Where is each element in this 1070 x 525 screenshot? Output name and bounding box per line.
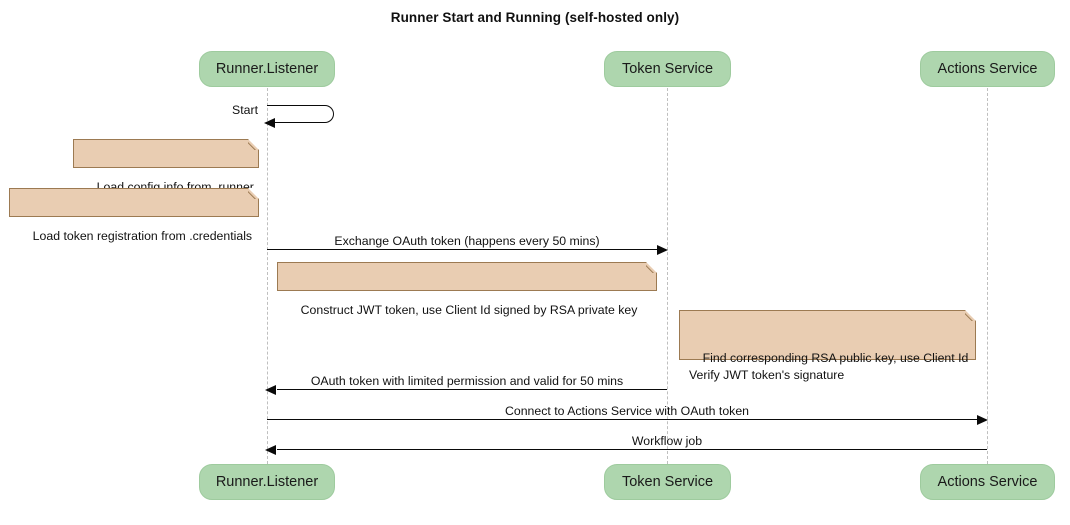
message-line-connect-actions-service [267, 419, 980, 420]
note-load-token-registration: Load token registration from .credential… [9, 188, 259, 243]
participant-token-service-bottom[interactable]: Token Service [604, 464, 731, 500]
page-title: Runner Start and Running (self-hosted on… [390, 10, 680, 25]
arrow-head-exchange-oauth-token [657, 245, 668, 255]
lifeline-token-service [667, 88, 668, 464]
message-label-start: Start [232, 103, 258, 117]
message-label-workflow-job: Workflow job [631, 434, 703, 448]
lifeline-runner-listener [267, 88, 268, 464]
participant-actions-service-bottom[interactable]: Actions Service [920, 464, 1055, 500]
note-construct-jwt-text: Construct JWT token, use Client Id signe… [300, 303, 638, 317]
arrow-head-workflow-job [265, 445, 276, 455]
message-line-exchange-oauth-token [267, 249, 660, 250]
arrow-head-oauth-token-return [265, 385, 276, 395]
participant-runner-listener-bottom[interactable]: Runner.Listener [199, 464, 335, 500]
arrow-head-connect-actions-service [977, 415, 988, 425]
participant-token-service-top[interactable]: Token Service [604, 51, 731, 87]
arrow-head-start [264, 118, 275, 128]
message-label-connect-actions-service: Connect to Actions Service with OAuth to… [504, 404, 750, 418]
note-load-token-registration-text: Load token registration from .credential… [32, 229, 253, 243]
note-fold-icon [965, 310, 976, 321]
note-construct-jwt: Construct JWT token, use Client Id signe… [277, 262, 657, 317]
note-load-config: Load config info from .runner [73, 139, 259, 194]
message-label-exchange-oauth-token: Exchange OAuth token (happens every 50 m… [334, 234, 600, 248]
note-fold-icon [646, 262, 657, 273]
participant-actions-service-top[interactable]: Actions Service [920, 51, 1055, 87]
message-line-oauth-token-return [277, 389, 667, 390]
note-verify-jwt-text: Find corresponding RSA public key, use C… [689, 351, 969, 382]
note-fold-icon [248, 139, 259, 150]
message-line-workflow-job [277, 449, 987, 450]
participant-runner-listener-top[interactable]: Runner.Listener [199, 51, 335, 87]
self-loop-start [267, 105, 334, 123]
lifeline-actions-service [987, 88, 988, 464]
note-fold-icon [248, 188, 259, 199]
message-label-oauth-token-return: OAuth token with limited permission and … [310, 374, 624, 388]
note-verify-jwt: Find corresponding RSA public key, use C… [679, 310, 976, 382]
